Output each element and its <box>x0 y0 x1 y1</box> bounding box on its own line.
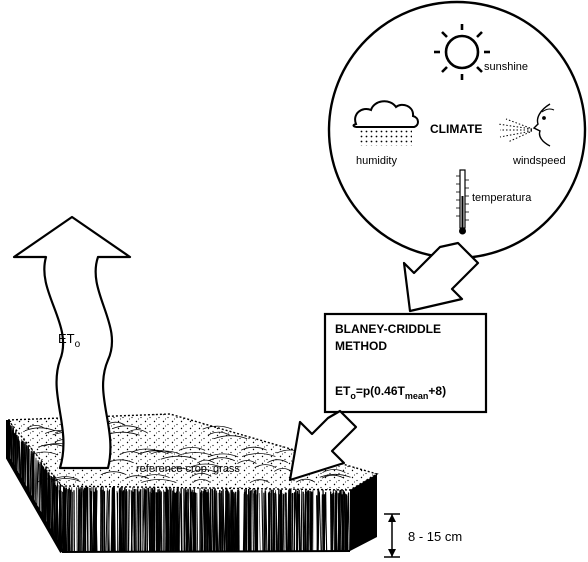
reference-crop-label: reference crop: grass <box>136 463 240 475</box>
evapotranspiration-arrow <box>12 215 132 470</box>
grass-texture <box>24 421 351 484</box>
grass-side-face <box>350 474 377 551</box>
grass-blades <box>7 422 350 553</box>
et-arrow-label: ETo <box>58 331 81 350</box>
sun-icon <box>434 24 490 80</box>
thermometer-icon <box>456 169 469 235</box>
rain-cloud-icon <box>352 100 419 146</box>
grass-left-edge <box>6 420 64 553</box>
temperature-label: temperatura <box>472 192 532 204</box>
method-arrow-shape <box>288 409 358 482</box>
method-box <box>323 312 488 414</box>
method-formula: ETo=p(0.46Tmean+8) <box>335 384 446 401</box>
et-arrow-shape <box>12 215 132 470</box>
windspeed-label: windspeed <box>512 155 566 167</box>
wind-face-icon <box>497 103 555 147</box>
crop-height-indicator <box>384 513 400 558</box>
grass-bottom-edge <box>61 550 351 553</box>
sunshine-label: sunshine <box>484 61 528 73</box>
climate-to-method-arrow <box>402 241 480 313</box>
method-title-line1: BLANEY-CRIDDLE <box>335 322 441 336</box>
method-title-line2: METHOD <box>335 339 387 353</box>
climate-arrow-shape <box>402 241 480 313</box>
humidity-label: humidity <box>356 155 397 167</box>
climate-title: CLIMATE <box>430 122 482 136</box>
crop-height-label: 8 - 15 cm <box>408 529 462 544</box>
method-to-crop-arrow <box>288 409 358 482</box>
